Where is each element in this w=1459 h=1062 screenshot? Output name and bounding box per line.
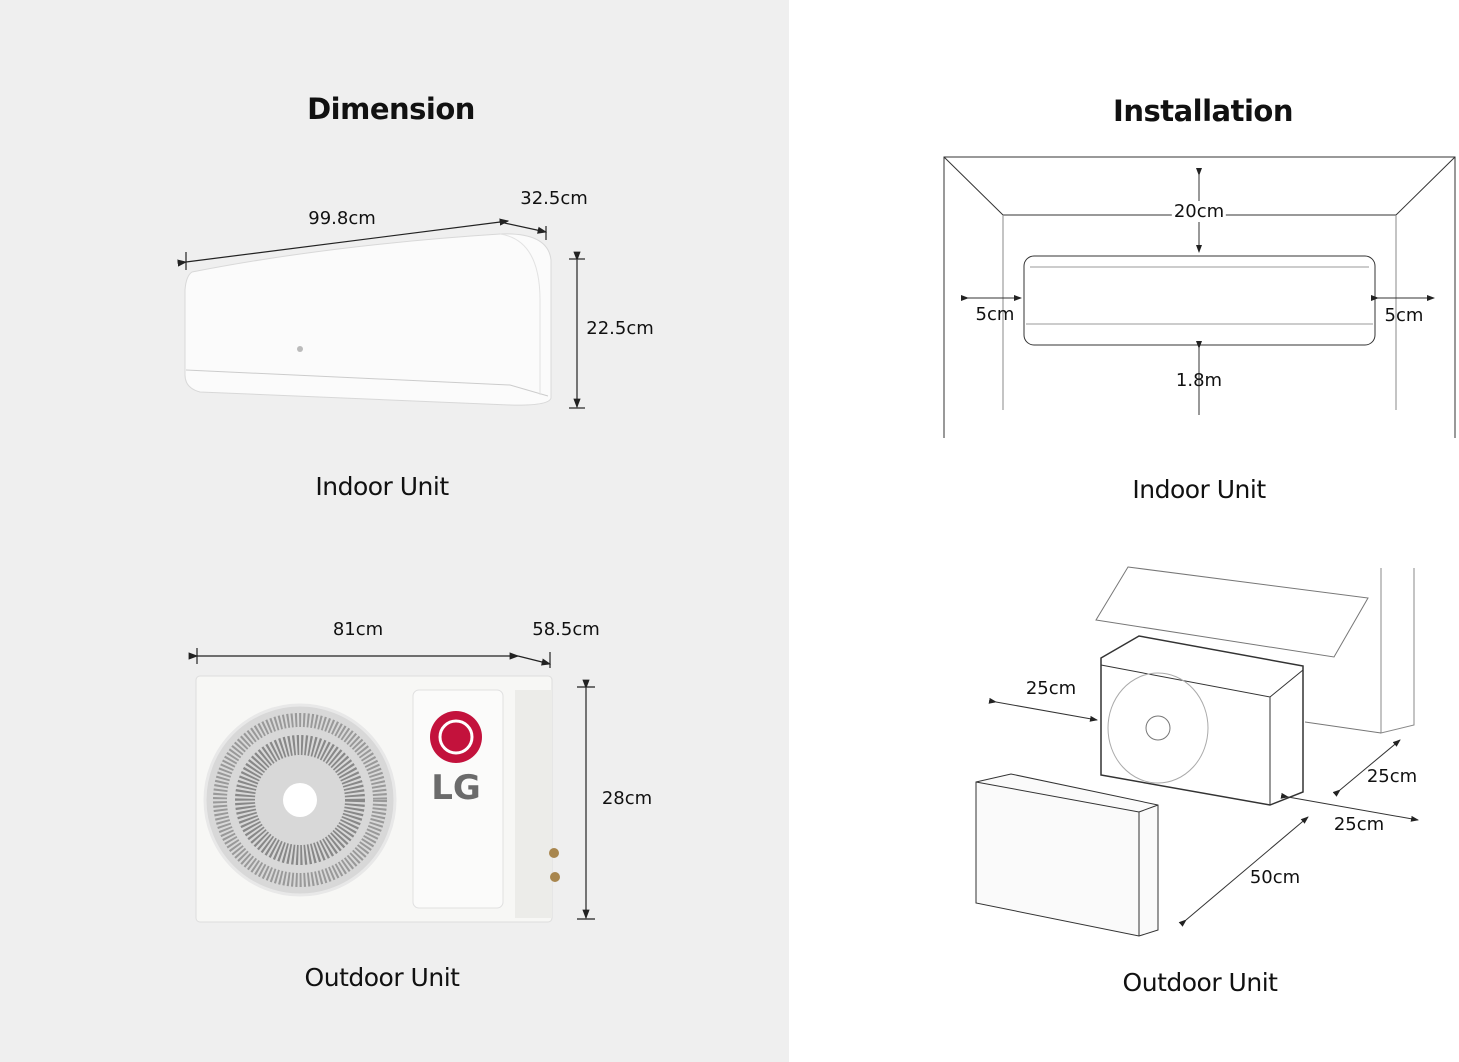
installation-title: Installation — [1113, 94, 1293, 128]
install-outdoor-front-left-label: 25cm — [1025, 678, 1077, 699]
installation-outdoor-caption: Outdoor Unit — [1122, 968, 1278, 997]
install-outdoor-back-label: 25cm — [1366, 766, 1418, 787]
install-indoor-bottom-label: 1.8m — [1175, 370, 1223, 391]
indoor-unit-image — [184, 233, 552, 406]
dimension-title: Dimension — [307, 92, 475, 126]
outdoor-unit-image — [195, 675, 560, 923]
outdoor-height-label: 28cm — [601, 788, 653, 809]
install-outdoor-front-label: 50cm — [1249, 867, 1301, 888]
install-outdoor-side-label: 25cm — [1333, 814, 1385, 835]
outdoor-dimension-lines — [188, 648, 595, 920]
install-indoor-right-label: 5cm — [1384, 305, 1424, 326]
indoor-width-label: 99.8cm — [308, 208, 376, 229]
indoor-depth-label: 32.5cm — [520, 188, 588, 209]
dimension-outdoor-caption: Outdoor Unit — [304, 963, 460, 992]
installation-indoor-caption: Indoor Unit — [1132, 475, 1266, 504]
installation-indoor-drawing — [943, 156, 1456, 438]
indoor-height-label: 22.5cm — [586, 318, 654, 339]
dimension-indoor-caption: Indoor Unit — [315, 472, 449, 501]
install-indoor-top-label: 20cm — [1171, 201, 1227, 222]
outdoor-depth-label: 58.5cm — [532, 619, 600, 640]
indoor-dimension-lines — [177, 218, 585, 409]
lg-logo-text: LG — [431, 768, 481, 808]
outdoor-width-label: 81cm — [332, 619, 384, 640]
install-indoor-left-label: 5cm — [975, 304, 1015, 325]
installation-outdoor-drawing — [975, 566, 1419, 937]
